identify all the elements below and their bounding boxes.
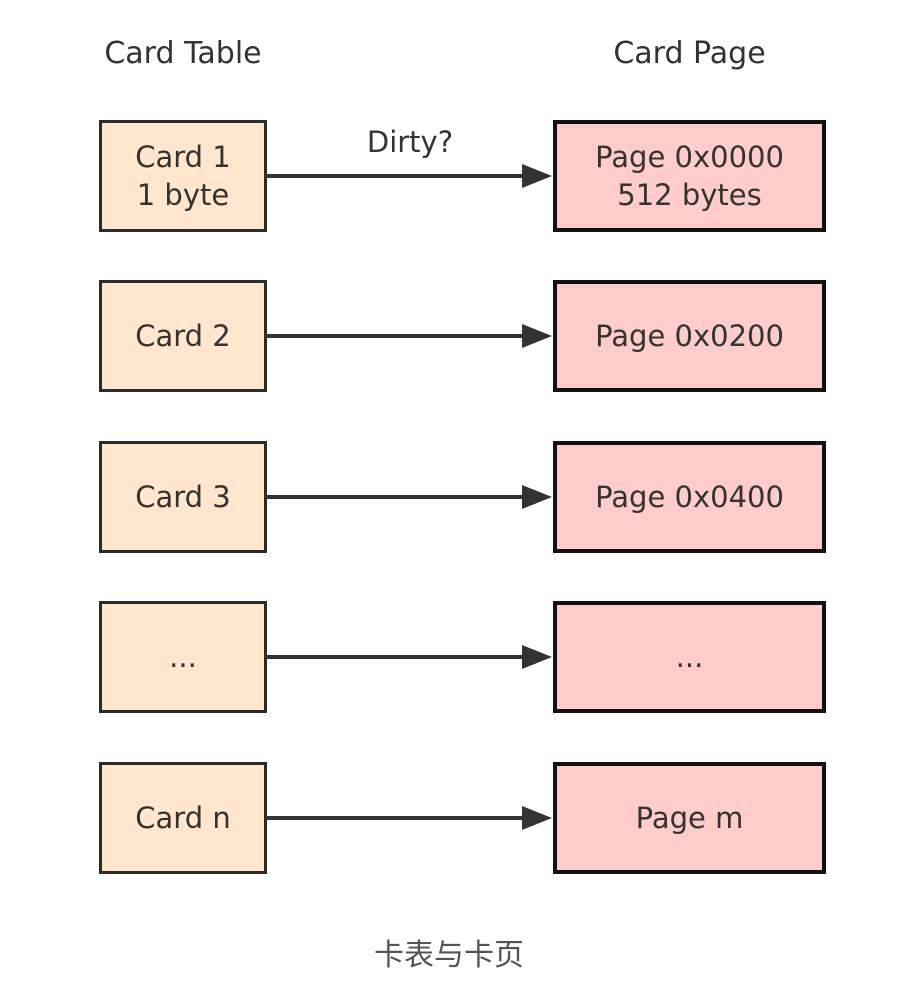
card-page-header: Card Page [613,36,766,71]
card-label: ... [169,640,197,674]
page-label: Page 0x0400 [595,480,784,514]
page-label: Page 0x0200 [595,319,784,353]
page-box-3: Page 0x0400 [553,441,826,553]
card-box-2: Card 2 [99,280,267,392]
dirty-edge-label: Dirty? [366,125,454,159]
card-box-1: Card 1 1 byte [99,120,267,232]
card-label: Card 3 [135,480,231,514]
card-box-3: Card 3 [99,441,267,553]
diagram-caption: 卡表与卡页 [374,938,524,973]
card-label: Card 1 [135,140,231,174]
arrow-connector-1 [266,164,552,188]
arrow-connector-4 [266,645,552,669]
arrow-connector-3 [266,485,552,509]
card-label: Card 2 [135,319,231,353]
card-label: Card n [135,801,231,835]
card-box-n: Card n [99,762,267,874]
arrow-connector-2 [266,324,552,348]
arrow-connector-5 [266,806,552,830]
card-size-label: 1 byte [136,178,230,212]
page-label: ... [675,640,704,674]
page-box-m: Page m [553,762,826,874]
page-label: Page 0x0000 [595,140,784,174]
card-table-header: Card Table [104,36,262,71]
page-box-1: Page 0x0000 512 bytes [553,120,826,232]
page-size-label: 512 bytes [617,178,762,212]
page-box-ellipsis: ... [553,601,826,713]
card-box-ellipsis: ... [99,601,267,713]
page-box-2: Page 0x0200 [553,280,826,392]
page-label: Page m [635,801,744,835]
